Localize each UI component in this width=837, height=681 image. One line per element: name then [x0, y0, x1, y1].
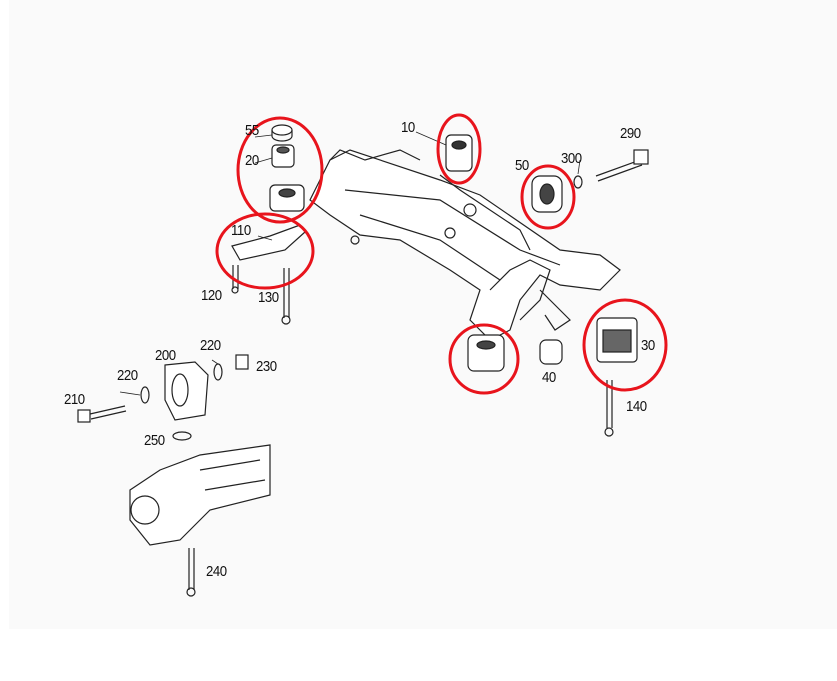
label-30: 30	[641, 337, 655, 354]
nut-230	[235, 354, 249, 370]
label-120: 120	[201, 287, 222, 304]
highlight-10	[436, 113, 482, 185]
mount-30	[596, 317, 638, 363]
label-300: 300	[561, 150, 582, 167]
label-250: 250	[144, 432, 165, 449]
label-200: 200	[155, 347, 176, 364]
highlight-110	[215, 212, 315, 290]
bushing-40	[539, 339, 563, 365]
label-140: 140	[626, 398, 647, 415]
label-230: 230	[256, 358, 277, 375]
bushing-lower-center	[467, 334, 505, 372]
bushing-55	[271, 124, 293, 142]
bushing-50	[531, 175, 563, 213]
label-55: 55	[245, 122, 259, 139]
label-240: 240	[206, 563, 227, 580]
mount-200	[164, 361, 209, 421]
label-210: 210	[64, 391, 85, 408]
bushing-upper-left	[269, 184, 305, 212]
highlight-50	[520, 164, 576, 230]
label-220-left: 220	[117, 367, 138, 384]
highlight-20	[236, 116, 324, 224]
washer-300	[573, 175, 583, 189]
subframe	[309, 149, 621, 341]
label-20: 20	[245, 152, 259, 169]
highlight-lower-center	[448, 323, 520, 395]
axle-housing	[129, 444, 271, 546]
washer-250	[172, 431, 192, 441]
bolt-130	[281, 268, 291, 325]
washer-220a	[140, 386, 150, 404]
label-10: 10	[401, 119, 415, 136]
highlight-30	[582, 298, 668, 392]
bolt-290	[595, 149, 649, 182]
bolt-240	[186, 548, 196, 597]
washer-220b	[213, 363, 223, 381]
label-110: 110	[231, 222, 251, 239]
label-290: 290	[620, 125, 641, 142]
label-40: 40	[542, 369, 556, 386]
label-50: 50	[515, 157, 529, 174]
bolt-210	[77, 405, 127, 423]
highlight-circles	[215, 113, 668, 395]
label-220-right: 220	[200, 337, 221, 354]
bushing-20	[271, 144, 295, 168]
bushing-10	[445, 134, 473, 172]
label-130: 130	[258, 289, 279, 306]
